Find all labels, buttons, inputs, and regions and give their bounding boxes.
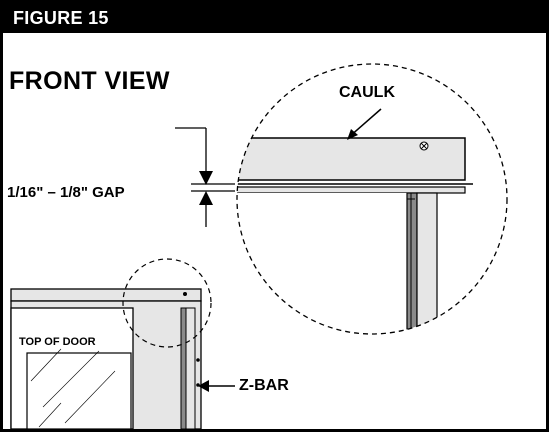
door-frame [10,288,202,429]
zoom-source-circle [122,258,212,348]
view-title: FRONT VIEW [9,67,170,95]
top-of-door-label: TOP OF DOOR [19,336,96,348]
figure-number: FIGURE 15 [13,8,109,28]
detail-zoom-circle [236,63,508,335]
figure-header: FIGURE 15 [3,3,546,33]
gap-label: 1/16" – 1/8" GAP [7,184,125,201]
z-bar-arrowhead [198,380,209,392]
diagram-artwork [10,63,508,429]
caulk-label: CAULK [339,84,395,101]
z-bar-label: Z-BAR [239,377,289,394]
gap-dimension [175,127,235,227]
caulk-arrowhead [347,129,358,140]
detail-zoom-content [237,137,473,334]
